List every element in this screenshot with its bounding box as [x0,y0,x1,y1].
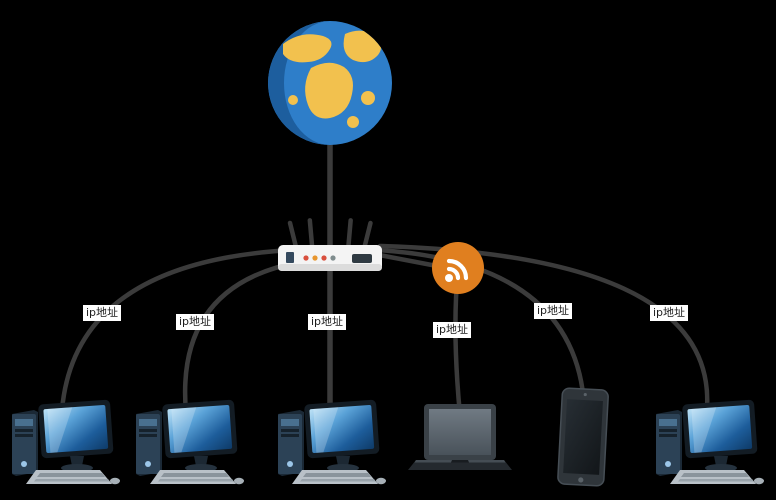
laptop [404,402,514,474]
internet-globe-icon [265,18,395,148]
desktop-computer-4 [650,396,766,488]
ip-address-label: ip地址 [308,314,347,330]
ip-address-label: ip地址 [433,322,472,338]
wifi-signal-icon [432,242,484,294]
desktop-computer-2 [130,396,246,488]
desktop-computer-1 [6,396,122,488]
ip-address-label: ip地址 [650,305,689,321]
edge-router-pc1 [59,247,295,413]
desktop-computer-3 [272,396,388,488]
tablet [547,387,619,489]
edge-router-pc4 [377,243,710,411]
wireless-router [276,216,384,274]
ip-address-label: ip地址 [176,314,215,330]
edge-router-pc2 [182,259,303,415]
ip-address-label: ip地址 [83,305,122,321]
edge-router-tablet [375,247,587,405]
ip-address-label: ip地址 [534,303,573,319]
